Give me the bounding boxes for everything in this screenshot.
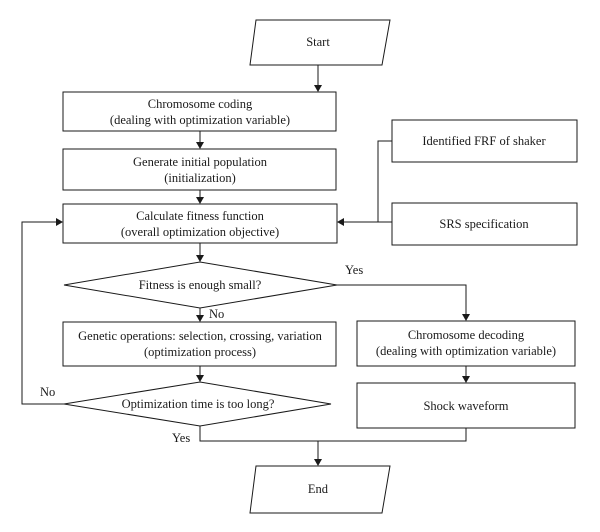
chromosome-coding-box xyxy=(62,91,337,132)
srs-specification-label: SRS specification xyxy=(439,217,529,231)
connector-yes-decoding xyxy=(337,284,467,315)
arrowhead xyxy=(196,375,204,382)
arrowhead xyxy=(196,197,204,204)
no-label-fitness: No xyxy=(209,307,224,321)
arrowhead xyxy=(196,255,204,262)
initial-population-subtitle: (initialization) xyxy=(164,171,236,185)
chromosome-coding-subtitle: (dealing with optimization variable) xyxy=(110,113,290,127)
chromosome-decoding-subtitle: (dealing with optimization variable) xyxy=(376,344,556,358)
shock-waveform-box xyxy=(356,382,576,429)
connector-waveform-end xyxy=(317,428,467,460)
time-decision-label: Optimization time is too long? xyxy=(122,397,275,411)
connector-frf-fitness xyxy=(343,140,392,223)
frf-shaker-box xyxy=(391,119,578,163)
chromosome-decoding-box xyxy=(356,320,576,367)
srs-specification-box xyxy=(391,202,578,246)
fitness-decision-label: Fitness is enough small? xyxy=(139,278,262,292)
genetic-operations-title: Genetic operations: selection, crossing,… xyxy=(78,329,322,343)
fitness-function-box xyxy=(62,203,338,244)
genetic-operations-box xyxy=(62,321,337,367)
arrowhead xyxy=(462,376,470,383)
start-label: Start xyxy=(306,35,330,49)
yes-label-time: Yes xyxy=(172,431,190,445)
fitness-function-title: Calculate fitness function xyxy=(136,209,264,223)
arrowhead xyxy=(314,85,322,92)
arrowhead xyxy=(196,315,204,322)
connector-yes-end xyxy=(199,426,318,442)
initial-population-box xyxy=(62,148,337,191)
arrowhead xyxy=(314,459,322,466)
no-label-time: No xyxy=(40,385,55,399)
yes-label-fitness: Yes xyxy=(345,263,363,277)
end-terminal xyxy=(249,465,391,514)
shock-waveform-label: Shock waveform xyxy=(423,399,508,413)
time-decision-diamond xyxy=(63,381,332,427)
end-label: End xyxy=(308,482,329,496)
initial-population-title: Generate initial population xyxy=(133,155,268,169)
arrowhead xyxy=(56,218,63,226)
chromosome-decoding-title: Chromosome decoding xyxy=(408,328,525,342)
frf-shaker-label: Identified FRF of shaker xyxy=(422,134,546,148)
fitness-decision-diamond xyxy=(63,261,338,309)
connector-no-loop xyxy=(21,221,64,405)
chromosome-coding-title: Chromosome coding xyxy=(148,97,253,111)
start-terminal xyxy=(249,19,391,66)
arrowhead xyxy=(462,314,470,321)
arrowhead xyxy=(337,218,344,226)
fitness-function-subtitle: (overall optimization objective) xyxy=(121,225,279,239)
genetic-operations-subtitle: (optimization process) xyxy=(144,345,256,359)
arrowhead xyxy=(196,142,204,149)
